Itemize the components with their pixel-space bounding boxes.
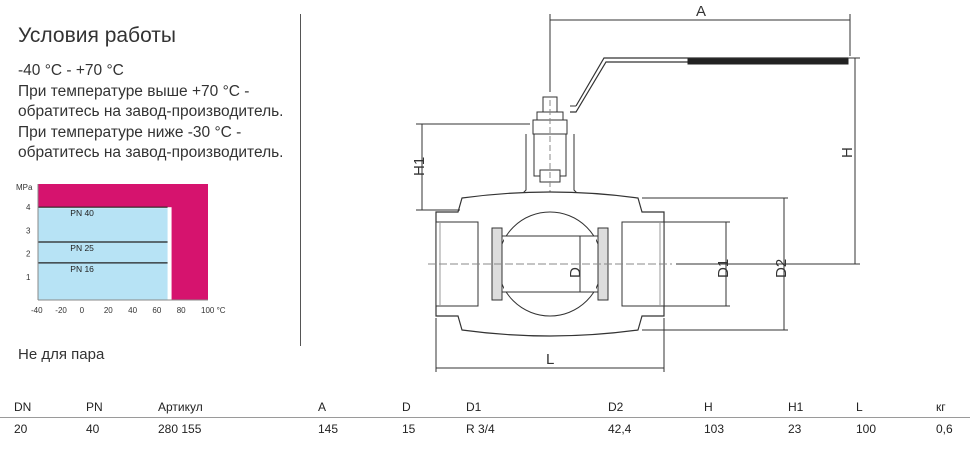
dimension-label-a: A: [696, 3, 706, 20]
ball-valve-drawing: A H H1 D D1 D2 L: [411, 3, 860, 372]
conditions-line: обратитесь на завод-производитель.: [18, 144, 284, 161]
handle-lever: [575, 57, 848, 107]
table-cell: 280 155: [158, 422, 202, 436]
conditions-line: При температуре выше +70 °C -: [18, 82, 250, 100]
chart-x-tick-label: 20: [104, 306, 113, 315]
chart-x-tick-label: 60: [152, 306, 161, 315]
table-row: 20 40 280 155 145 15 R 3/4 42,4 103 23 1…: [0, 418, 970, 440]
table-cell: 145: [318, 422, 339, 436]
chart-x-tick-label: 80: [177, 306, 186, 315]
table-cell: 42,4: [608, 422, 632, 436]
chart-x-tick-label: -40: [31, 306, 43, 315]
dimension-label-h: H: [839, 147, 856, 158]
table-header-row: DN PN Артикул A D D1 D2 H H1 L кг: [0, 396, 970, 418]
chart-x-tick-label: 40: [128, 306, 137, 315]
conditions-line: -40 °C - +70 °C: [18, 62, 124, 79]
conditions-title: Условия работы: [18, 24, 177, 47]
chart-x-tick-label: -20: [55, 306, 67, 315]
conditions-text: -40 °C - +70 °C При температуре выше +70…: [18, 61, 284, 164]
chart-x-tick-label: 100 °C: [201, 306, 226, 315]
handle-grip: [687, 57, 849, 65]
column-header: D2: [608, 400, 624, 414]
column-header: D1: [466, 400, 482, 414]
column-header: H: [704, 400, 713, 414]
column-header: A: [318, 400, 327, 414]
table-cell: 0,6: [936, 422, 953, 436]
column-header: DN: [14, 400, 32, 414]
table-cell: 100: [856, 422, 877, 436]
table-cell: 40: [86, 422, 100, 436]
dimension-label-l: L: [546, 351, 554, 368]
chart-operating-region: [38, 208, 168, 300]
column-header: PN: [86, 400, 103, 414]
column-header: L: [856, 400, 863, 414]
spec-table: DN PN Артикул A D D1 D2 H H1 L кг 20 40 …: [0, 396, 970, 440]
table-cell: R 3/4: [466, 422, 495, 436]
handle-lever: [570, 61, 848, 113]
conditions-line: При температуре ниже -30 °C -: [18, 123, 242, 141]
chart-y-tick-label: 4: [26, 203, 31, 212]
chart-x-tick-label: 0: [80, 306, 85, 315]
chart-y-tick-label: 2: [26, 250, 31, 259]
column-header: кг: [936, 400, 946, 414]
dimension-label-d2: D2: [773, 259, 790, 278]
chart-band-label: PN 25: [70, 243, 94, 253]
vertical-divider: [300, 14, 301, 346]
dimension-label-h1: H1: [411, 157, 428, 176]
table-cell: 20: [14, 422, 28, 436]
pressure-temperature-chart: PN 40 PN 25 PN 16 MPa 1 2 3 4 -40 -20 0 20 40 60 80 100…: [16, 183, 226, 315]
table-cell: 23: [788, 422, 802, 436]
chart-band-label: PN 40: [70, 208, 94, 218]
chart-band-label: PN 16: [70, 264, 94, 274]
column-header: Артикул: [158, 400, 203, 414]
chart-y-label: MPa: [16, 183, 33, 192]
column-header: D: [402, 400, 411, 414]
dimension-label-d1: D1: [715, 259, 732, 278]
not-for-steam-note: Не для пара: [18, 346, 105, 363]
chart-y-tick-label: 1: [26, 273, 31, 282]
chart-y-tick-label: 3: [26, 226, 31, 235]
column-header: H1: [788, 400, 804, 414]
conditions-line: обратитесь на завод-производитель.: [18, 103, 284, 120]
table-cell: 103: [704, 422, 725, 436]
table-cell: 15: [402, 422, 416, 436]
dimension-label-d: D: [567, 267, 584, 278]
